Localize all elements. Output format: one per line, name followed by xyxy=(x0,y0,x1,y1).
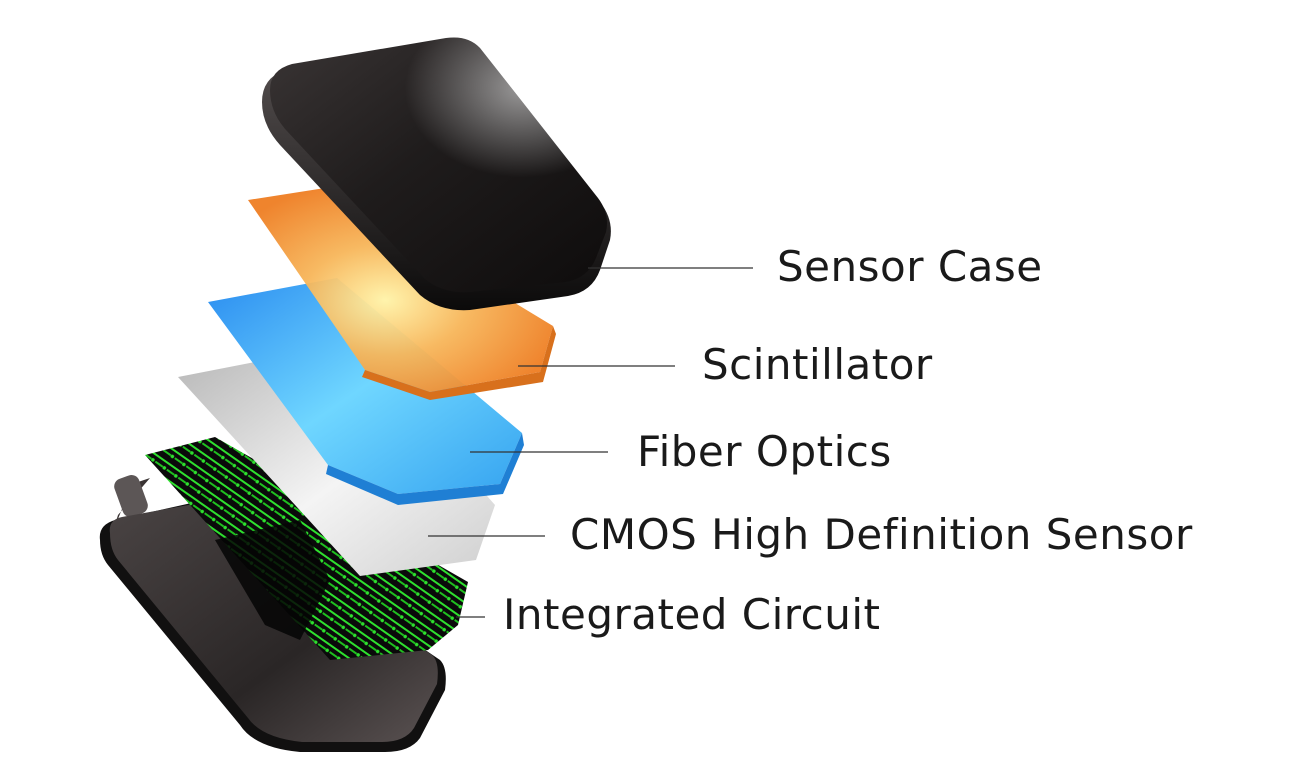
integrated-circuit-board xyxy=(145,437,468,660)
leader-lines xyxy=(428,267,753,618)
label-cmos-sensor: CMOS High Definition Sensor xyxy=(570,510,1193,559)
label-sensor-case: Sensor Case xyxy=(777,242,1043,291)
scintillator-plate xyxy=(248,188,556,400)
label-integrated-circuit: Integrated Circuit xyxy=(503,590,881,639)
label-scintillator: Scintillator xyxy=(702,340,933,389)
sensor-case xyxy=(262,37,611,311)
label-fiber-optics: Fiber Optics xyxy=(637,427,892,476)
fiber-optics-plate xyxy=(208,278,524,505)
